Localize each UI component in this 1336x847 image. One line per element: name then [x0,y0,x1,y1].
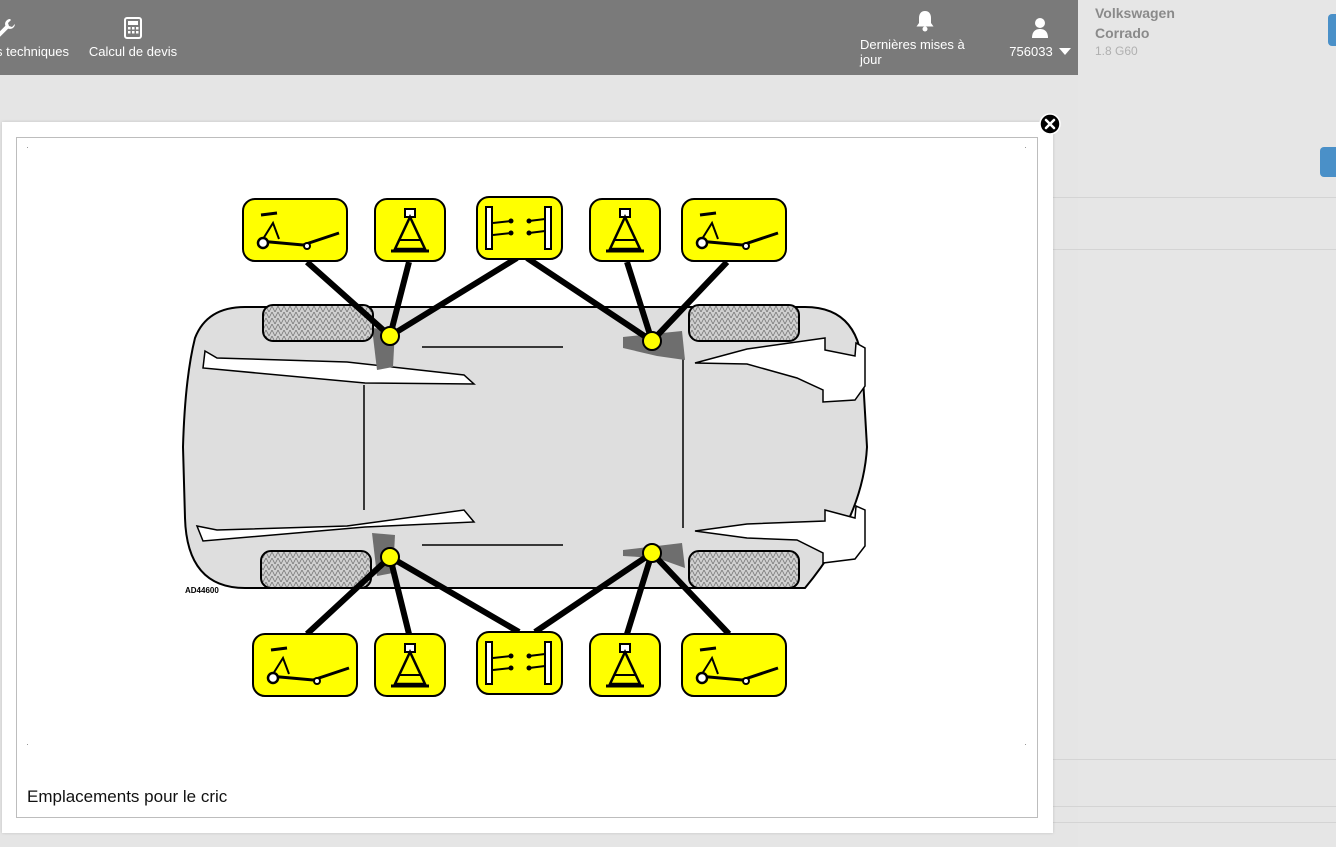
floor-jack-icon [251,632,359,698]
leader-lines [304,255,732,637]
chevron-down-icon[interactable] [1058,48,1071,55]
floor-jack-icon [241,197,349,263]
floor-jack-icon [680,632,788,698]
close-icon[interactable] [1039,113,1061,135]
user-icon [1031,16,1049,40]
nav-user-menu[interactable]: 756033 [1004,0,1076,75]
jack-stand-icon [373,197,447,263]
bell-icon [915,9,935,33]
jacking-point-markers [380,326,662,567]
divider [1052,822,1336,823]
figure-caption: Emplacements pour le cric [27,787,228,806]
divider [1052,249,1336,250]
vehicle-info-panel: Volkswagen Corrado 1.8 G60 [1078,0,1336,847]
wrench-icon [0,16,16,40]
jack-stand-icon [588,197,662,263]
divider [1052,806,1336,807]
floor-jack-icon [680,197,788,263]
vehicle-engine: 1.8 G60 [1095,44,1138,58]
crop-marks [27,147,1026,745]
print-button[interactable] [1320,147,1336,177]
jack-stand-icon [373,632,447,698]
figure-code: AD44600 [185,586,219,595]
nav-quote-label: Calcul de devis [88,44,178,59]
divider [1052,197,1336,198]
jack-stand-icon [588,632,662,698]
nav-technical-data[interactable]: s techniques [0,0,76,75]
image-modal: AD44600 Emplacements pour le cric [2,122,1053,833]
user-id-label: 756033 [1009,44,1053,59]
nav-latest-updates[interactable]: Dernières mises à jour [860,0,990,75]
top-navigation-bar: s techniques Calcul de devis Dernières m… [0,0,1078,75]
side-action-button[interactable] [1328,14,1336,46]
nav-technical-label: s techniques [0,44,69,59]
nav-updates-label: Dernières mises à jour [860,36,965,67]
vehicle-make: Volkswagen [1095,5,1175,21]
jacking-points-diagram: AD44600 [27,147,1026,745]
divider [1052,759,1336,760]
car-top-view [181,304,869,589]
lift-icon [476,631,563,695]
calculator-icon [124,16,142,40]
modal-figure: AD44600 Emplacements pour le cric [16,137,1038,818]
lift-icon [476,196,563,260]
vehicle-model: Corrado [1095,25,1150,41]
nav-quote-calculation[interactable]: Calcul de devis [88,0,178,75]
